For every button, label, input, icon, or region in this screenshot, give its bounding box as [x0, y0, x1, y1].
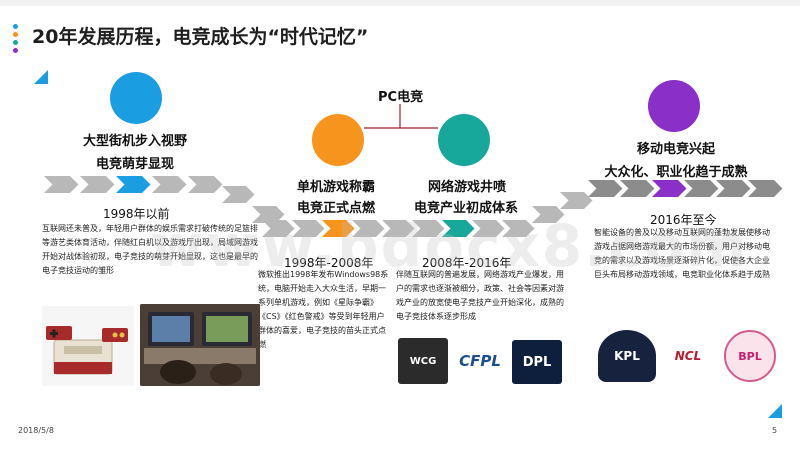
corner-triangle-icon — [34, 70, 48, 84]
kpl-logo: KPL — [598, 330, 656, 382]
timeline-chevron — [532, 206, 565, 223]
stage-2-period: 1998年-2008年 — [284, 256, 374, 270]
stage-1-circle — [110, 72, 162, 124]
title-dots — [13, 24, 19, 56]
stage-4-circle — [648, 80, 700, 132]
arcade-cabinet-photo — [140, 304, 260, 386]
wcg-logo: WCG — [398, 338, 448, 384]
stage-3-description: 伴随互联网的普遍发展，网络游戏产业爆发，用户的需求也逐渐被细分，政策、社会等因素… — [396, 270, 564, 321]
timeline-chevron — [262, 220, 295, 237]
timeline-chevron — [620, 180, 655, 197]
timeline-chevron — [116, 176, 151, 193]
timeline-chevron — [352, 220, 385, 237]
famicom-console-photo — [42, 306, 134, 386]
stage-1-period: 1998年以前 — [103, 207, 170, 221]
timeline-chevron — [748, 180, 783, 197]
timeline-chevron — [652, 180, 687, 197]
timeline-chevron — [80, 176, 115, 193]
ncl-logo: NCL — [674, 349, 702, 363]
footer-date: 2018/5/8 — [18, 426, 54, 435]
stage-3-circle — [438, 114, 490, 166]
timeline-chevron — [222, 186, 255, 203]
timeline-chevron — [442, 220, 475, 237]
stage-1-description: 互联网还未普及，年轻用户群体的娱乐需求打破传统的足篮排等游艺类体育活动，伴随红白… — [42, 224, 258, 275]
header-bar — [0, 0, 800, 6]
stage-3-heading-line1: 网络游戏井喷 — [428, 180, 507, 195]
cfpl-logo: CFPL — [459, 352, 501, 370]
timeline-chevron — [382, 220, 415, 237]
stage-4-period: 2016年至今 — [650, 213, 717, 227]
timeline-chevron — [472, 220, 505, 237]
stage-2-heading-line1: 单机游戏称霸 — [297, 180, 376, 195]
timeline-chevron — [44, 176, 79, 193]
stage-3-period: 2008年-2016年 — [422, 256, 512, 270]
stage-4-heading: 移动电竞兴起 大众化、职业化趋于成熟 — [604, 142, 748, 180]
pc-esports-label: PC电竞 — [378, 90, 424, 105]
timeline-chevron — [152, 176, 187, 193]
timeline-chevron — [252, 206, 285, 223]
timeline-chevron — [684, 180, 719, 197]
page-number: 5 — [772, 426, 778, 435]
timeline-chevron — [588, 180, 623, 197]
timeline-chevron — [292, 220, 325, 237]
stage-2-circle — [312, 114, 364, 166]
stage-4-description: 智能设备的普及以及移动互联网的蓬勃发展使移动游戏占据网络游戏最大的市场份额，用户… — [594, 228, 770, 279]
timeline-chevron — [322, 220, 355, 237]
timeline-chevron — [560, 192, 593, 209]
timeline-chevron — [188, 176, 223, 193]
corner-triangle-icon — [768, 404, 782, 418]
stage-2-heading-line2: 电竞正式点燃 — [297, 201, 376, 216]
timeline-chevron — [502, 220, 535, 237]
stage-1-heading: 大型街机步入视野 电竞萌芽显现 — [82, 134, 187, 172]
watermark: www.bdocx8.com — [150, 212, 749, 280]
timeline-chevron — [412, 220, 445, 237]
timeline-chevron — [716, 180, 751, 197]
dpl-logo: DPL — [512, 340, 562, 384]
slide-title: 20年发展历程，电竞成长为“时代记忆” — [32, 26, 369, 48]
bpl-logo: BPL — [724, 330, 776, 382]
stage-2-description: 微软推出1998年发布Windows98系统，电脑开始走入大众生活，早期一系列单… — [258, 270, 389, 349]
stage-3-heading-line2: 电竞产业初成体系 — [414, 201, 519, 216]
